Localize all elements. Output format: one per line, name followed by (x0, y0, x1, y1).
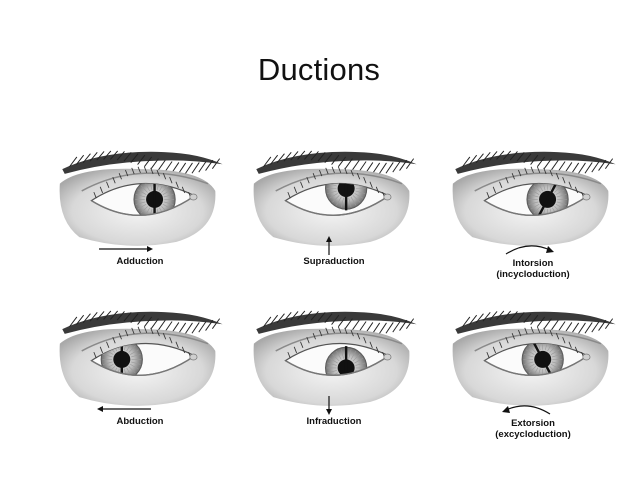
panel-adduction: Adduction (55, 142, 225, 292)
eye-illustration (59, 150, 223, 246)
caption-label: Infraduction (306, 416, 362, 427)
meridian-marker (531, 343, 554, 376)
caption-sublabel: (incycloduction) (496, 269, 570, 280)
panel-infraduction: Infraduction (249, 302, 419, 452)
caption-label: Intorsion (512, 258, 554, 269)
eye-illustration (452, 150, 616, 246)
eye-illustration (253, 310, 417, 406)
caption-label: Supraduction (303, 256, 365, 267)
eye-illustration (59, 310, 223, 406)
caption: Supraduction (249, 256, 419, 267)
eyebrow-icon (455, 151, 616, 174)
caption-label: Extorsion (511, 418, 555, 429)
eyebrow-icon (455, 311, 616, 334)
eyebrow-icon (62, 311, 223, 334)
panel-intorsion: Intorsion(incycloduction) (448, 142, 618, 292)
eye-illustration (253, 150, 417, 246)
caption: Extorsion(excycloduction) (448, 418, 618, 440)
caption: Infraduction (249, 416, 419, 427)
caption-sublabel: (excycloduction) (495, 429, 571, 440)
eyebrow-icon (256, 151, 417, 174)
caption: Abduction (55, 416, 225, 427)
caption: Intorsion(incycloduction) (448, 258, 618, 280)
eye-illustration (452, 310, 616, 406)
eyebrow-icon (256, 311, 417, 334)
panel-abduction: Abduction (55, 302, 225, 452)
meridian-marker (536, 183, 559, 216)
caption-label: Adduction (116, 256, 164, 267)
caption: Adduction (55, 256, 225, 267)
caption-label: Abduction (116, 416, 164, 427)
eyebrow-icon (62, 151, 223, 174)
page-title: Ductions (257, 52, 381, 87)
panel-extorsion: Extorsion(excycloduction) (448, 302, 618, 452)
panel-supraduction: Supraduction (249, 142, 419, 292)
